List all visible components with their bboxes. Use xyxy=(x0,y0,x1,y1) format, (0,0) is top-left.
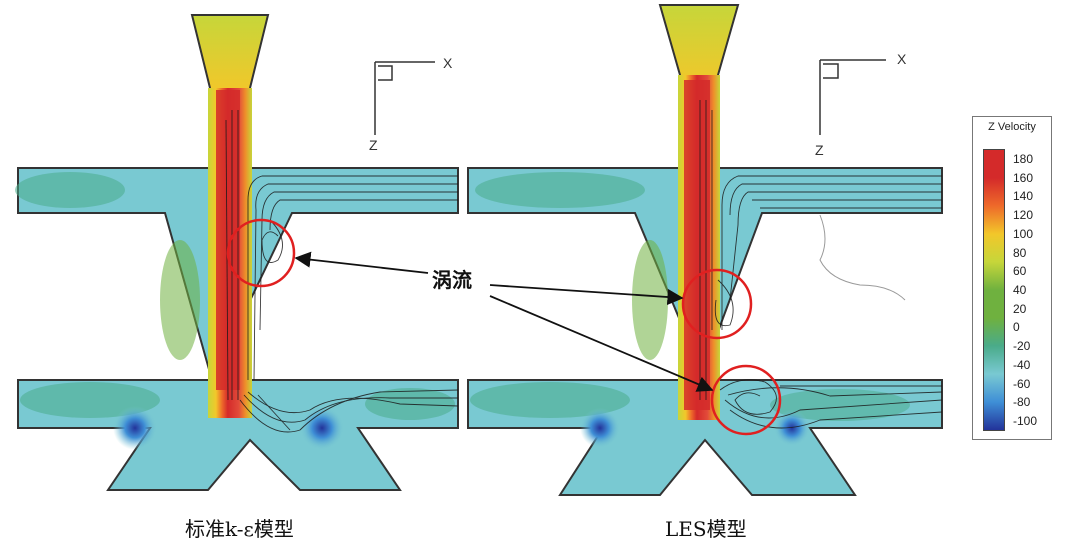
axis-x-label: X xyxy=(897,51,907,67)
legend-tick-label: 140 xyxy=(1013,189,1034,204)
vortex-label: 涡流 xyxy=(432,270,472,292)
axis-z-label: Z xyxy=(815,142,824,158)
legend-tick-label: -20 xyxy=(1013,339,1031,354)
axis-indicator xyxy=(374,61,435,135)
panel-right: X Z xyxy=(467,4,943,496)
legend-tick-label: 120 xyxy=(1013,208,1034,223)
velocity-legend: Z Velocity 180 160 140 120 100 80 60 40 20 0 -20 -4… xyxy=(972,116,1052,440)
legend-tick-label: 40 xyxy=(1013,283,1027,297)
legend-tick-label: 160 xyxy=(1013,170,1034,185)
vortex-highlight-circle xyxy=(226,218,296,288)
low-velocity-spot xyxy=(113,406,157,450)
axis-indicator xyxy=(819,59,886,135)
streamlines xyxy=(699,100,943,429)
legend-title: Z Velocity xyxy=(988,121,1036,133)
panel-left: X Z xyxy=(15,14,459,491)
annotation-arrows xyxy=(294,251,714,392)
arrow-to-left-vortex xyxy=(294,251,429,274)
legend-tick-label: 60 xyxy=(1013,264,1027,279)
axis-z-label: Z xyxy=(369,137,378,153)
legend-tick-label: 20 xyxy=(1013,301,1027,316)
legend-tick-label: -100 xyxy=(1013,414,1038,428)
low-velocity-spot xyxy=(300,406,344,450)
arrow-to-right-vortex-upper xyxy=(489,284,684,306)
legend-tick-label: -60 xyxy=(1013,376,1031,391)
legend-tick-label: 80 xyxy=(1013,245,1027,260)
legend-tick-label: -40 xyxy=(1013,357,1031,372)
legend-tick-label: 100 xyxy=(1013,226,1034,241)
axis-x-label: X xyxy=(443,55,453,71)
vortex-highlight-circle xyxy=(710,364,782,436)
legend-tick-label: 0 xyxy=(1013,320,1020,335)
right-panel-caption: LES模型 xyxy=(665,517,747,541)
left-panel-caption: 标准k-ε模型 xyxy=(185,517,294,541)
low-velocity-spot xyxy=(774,410,810,446)
arrow-to-right-vortex-lower xyxy=(489,295,714,392)
legend-tick-label: 180 xyxy=(1013,152,1034,166)
low-velocity-spot xyxy=(580,408,620,448)
legend-tick-label: -80 xyxy=(1013,395,1031,410)
legend-color-bar xyxy=(983,149,1005,431)
